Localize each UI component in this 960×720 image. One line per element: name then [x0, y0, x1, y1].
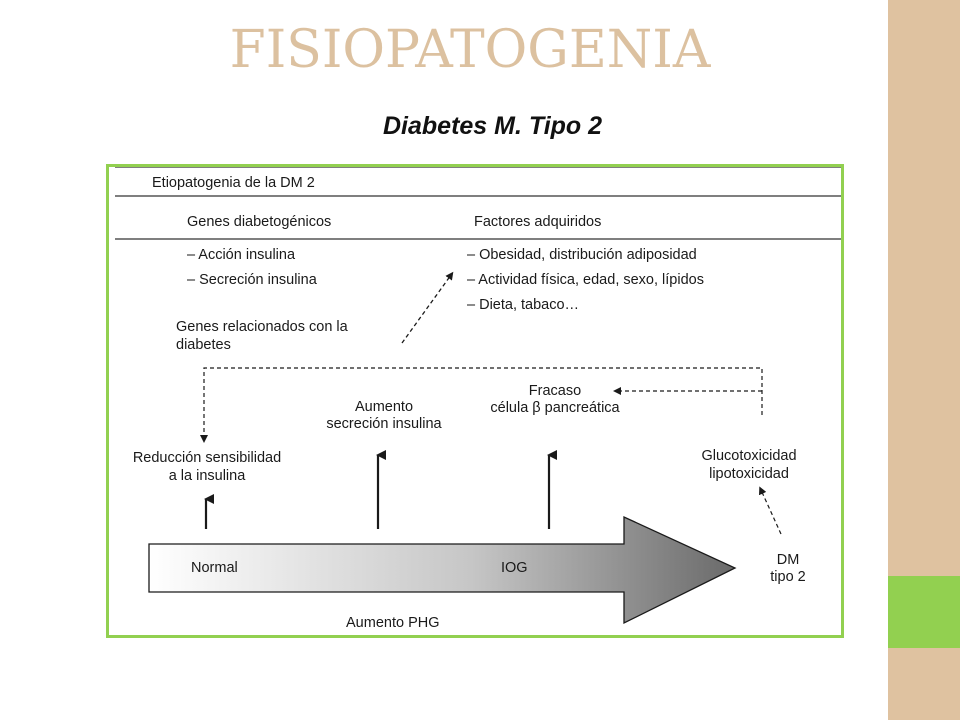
reduction-line: a la insulina: [169, 468, 247, 484]
diagram-canvas: Etiopatogenia de la DM 2 Genes diabetogé…: [115, 167, 841, 631]
factors-heading: Factores adquiridos: [474, 214, 601, 230]
failure-line: Fracaso: [529, 383, 581, 399]
factors-item: – Actividad física, edad, sexo, lípidos: [467, 272, 704, 288]
genes-item: – Secreción insulina: [187, 272, 318, 288]
glucotox-line: lipotoxicidad: [709, 466, 789, 482]
arrow-label-normal: Normal: [191, 560, 238, 576]
increase-secretion-line: secreción insulina: [326, 416, 442, 432]
glucotox-line: Glucotoxicidad: [701, 448, 796, 464]
sidebar-accent-block: [888, 576, 960, 648]
increase-secretion-line: Aumento: [355, 399, 413, 415]
bottom-label: Aumento PHG: [346, 615, 440, 631]
diagram-header: Etiopatogenia de la DM 2: [152, 175, 315, 191]
etiopathogenesis-diagram: Etiopatogenia de la DM 2 Genes diabetogé…: [106, 164, 844, 638]
dm-line: DM: [777, 552, 800, 568]
progression-arrow: [148, 515, 737, 625]
genes-item: – Acción insulina: [187, 247, 296, 263]
factors-item: – Dieta, tabaco…: [467, 297, 579, 313]
arrow-label-iog: IOG: [501, 560, 528, 576]
genes-heading: Genes diabetogénicos: [187, 214, 331, 230]
dashed-arrow-to-glucotox: [759, 486, 782, 535]
feedback-dashed-loop: [200, 367, 763, 443]
related-genes-line: diabetes: [176, 337, 231, 353]
factors-item: – Obesidad, distribución adiposidad: [467, 247, 697, 263]
page-title: FISIOPATOGENIA: [229, 20, 711, 80]
failure-line: célula β pancreática: [490, 400, 620, 416]
dm-line: tipo 2: [770, 569, 805, 585]
dashed-arrow-to-factors: [401, 271, 454, 344]
page-subtitle: Diabetes M. Tipo 2: [383, 112, 603, 140]
related-genes-line: Genes relacionados con la: [176, 319, 349, 335]
reduction-line: Reducción sensibilidad: [133, 450, 281, 466]
